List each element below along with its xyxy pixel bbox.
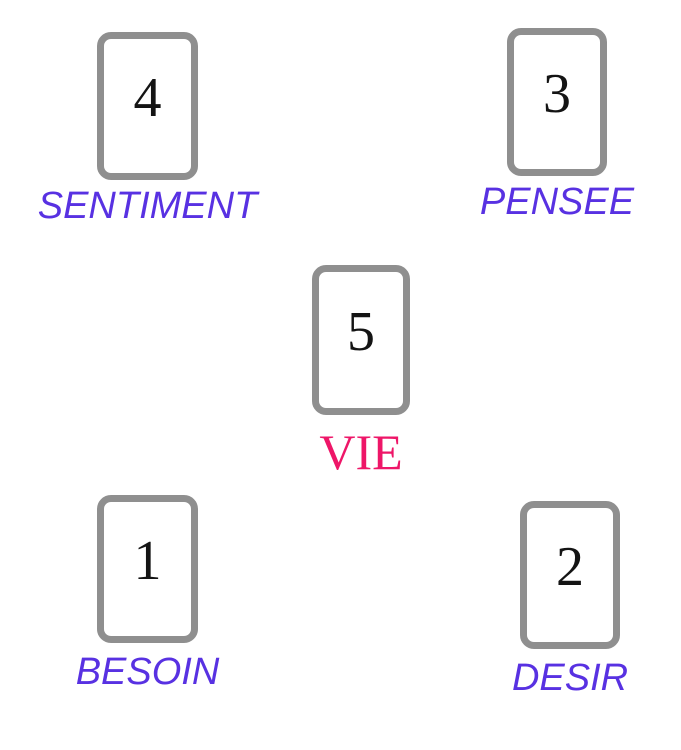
card-label-desir: DESIR — [511, 657, 629, 699]
card-2-number: 2 — [556, 536, 584, 598]
card-1[interactable]: 1 — [97, 495, 198, 643]
card-4[interactable]: 4 — [97, 32, 198, 180]
card-label-sentiment: SENTIMENT — [37, 185, 258, 227]
card-slot-desir: 2 DESIR — [512, 501, 628, 700]
card-4-number: 4 — [133, 67, 162, 129]
card-label-besoin: BESOIN — [75, 651, 220, 693]
card-3[interactable]: 3 — [507, 28, 607, 176]
card-5-number: 5 — [347, 301, 375, 363]
card-1-number: 1 — [133, 530, 162, 592]
card-slot-vie: 5 VIE — [312, 265, 410, 480]
card-slot-sentiment: 4 SENTIMENT — [38, 32, 257, 228]
card-3-number: 3 — [543, 63, 571, 125]
card-slot-besoin: 1 BESOIN — [76, 495, 219, 694]
card-label-pensee: PENSEE — [479, 181, 635, 223]
card-2[interactable]: 2 — [520, 501, 620, 649]
card-label-vie: VIE — [319, 424, 403, 480]
card-slot-pensee: 3 PENSEE — [480, 28, 634, 224]
card-5[interactable]: 5 — [312, 265, 410, 415]
